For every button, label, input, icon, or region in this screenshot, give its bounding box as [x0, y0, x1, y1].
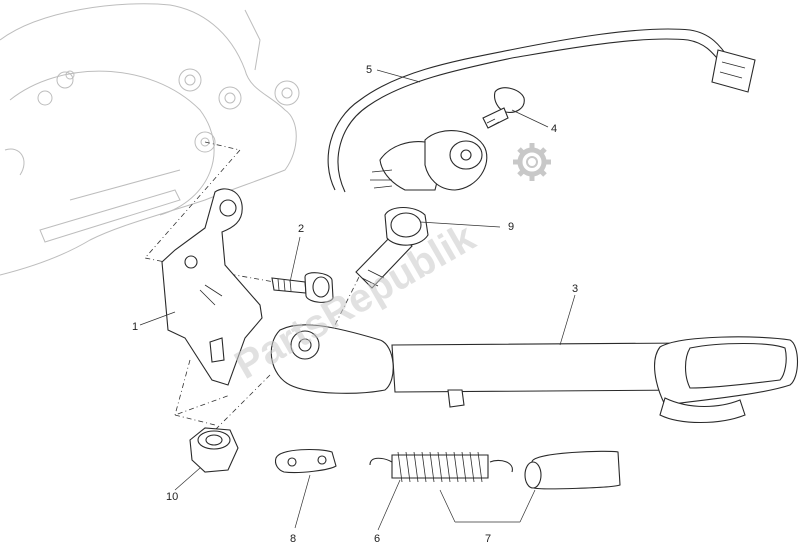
callout-labels: 1 2 3 4 5 6 7 8 9 10	[132, 64, 578, 545]
part-3-side-stand-arm	[270, 324, 799, 424]
callout-10: 10	[166, 491, 178, 503]
callout-7: 7	[485, 533, 491, 545]
part-10-nut	[189, 427, 239, 473]
part-2-bolt	[271, 272, 334, 303]
callout-8: 8	[290, 533, 296, 545]
callout-3: 3	[572, 283, 578, 295]
part-4-screw	[482, 87, 525, 129]
callout-1: 1	[132, 321, 138, 333]
callout-9: 9	[508, 221, 514, 233]
callout-6: 6	[374, 533, 380, 545]
callout-5: 5	[366, 64, 372, 76]
part-1-bracket	[161, 188, 263, 386]
part-8-plate	[274, 448, 337, 474]
part-9-pivot-bolt	[355, 206, 429, 289]
callout-2: 2	[298, 223, 304, 235]
leader-lines	[139, 69, 576, 531]
part-7-sleeve	[524, 450, 621, 490]
part-6-spring	[369, 451, 513, 483]
part-5-side-stand-sensor	[327, 28, 756, 193]
engine-case-outline	[0, 3, 300, 276]
callout-4: 4	[551, 123, 557, 135]
gear-icon	[513, 143, 551, 181]
